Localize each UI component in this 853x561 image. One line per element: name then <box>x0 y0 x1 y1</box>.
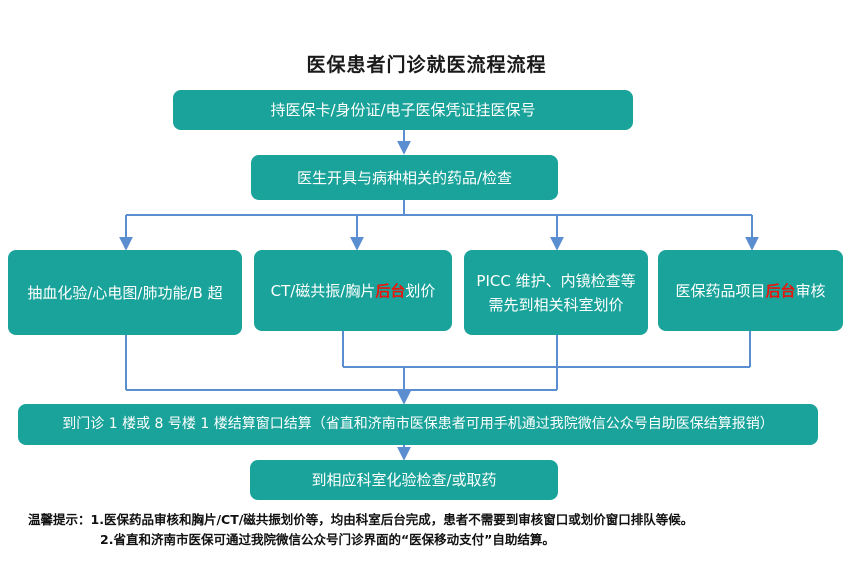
branch-lab-tests: 抽血化验/心电图/肺功能/B 超 <box>8 250 242 335</box>
tips-label: 温馨提示： <box>28 512 91 527</box>
step-settlement-label: 到门诊 1 楼或 8 号楼 1 楼结算窗口结算（省直和济南市医保患者可用手机通过… <box>62 416 774 433</box>
step-register-label: 持医保卡/身份证/电子医保凭证挂医保号 <box>270 101 536 119</box>
tips-line2: 2.省直和济南市医保可通过我院微信公众号门诊界面的“医保移动支付”自助结算。 <box>28 530 838 550</box>
branch-imaging-pricing-label: CT/磁共振/胸片后台划价 <box>271 279 436 303</box>
branch-drug-text-pre: 医保药品项目 <box>675 281 766 300</box>
branch-lab-tests-label: 抽血化验/心电图/肺功能/B 超 <box>27 283 223 302</box>
branch-drug-text-post: 审核 <box>795 281 826 300</box>
branch-picc-line1: PICC 维护、内镜检查等 <box>476 271 636 290</box>
step-register: 持医保卡/身份证/电子医保凭证挂医保号 <box>173 90 633 130</box>
branch-drug-review-label: 医保药品项目后台审核 <box>675 279 825 303</box>
branch-imaging-pricing: CT/磁共振/胸片后台划价 <box>254 250 452 331</box>
branch-drug-highlight: 后台 <box>765 281 796 300</box>
page-title: 医保患者门诊就医流程流程 <box>306 54 547 76</box>
step-settlement: 到门诊 1 楼或 8 号楼 1 楼结算窗口结算（省直和济南市医保患者可用手机通过… <box>18 404 818 445</box>
step-prescribe: 医生开具与病种相关的药品/检查 <box>251 155 558 200</box>
branch-imaging-text-pre: CT/磁共振/胸片 <box>270 281 376 300</box>
warm-tips: 温馨提示：1.医保药品审核和胸片/CT/磁共振划价等，均由科室后台完成，患者不需… <box>28 510 838 550</box>
tips-text-2: 2.省直和济南市医保可通过我院微信公众号门诊界面的“医保移动支付”自助结算。 <box>100 532 555 547</box>
branch-imaging-text-post: 划价 <box>405 281 436 300</box>
branch-picc-endoscopy: PICC 维护、内镜检查等 需先到相关科室划价 <box>464 250 648 335</box>
step-exam-or-pickup: 到相应科室化验检查/或取药 <box>250 460 558 500</box>
branch-drug-review: 医保药品项目后台审核 <box>658 250 843 331</box>
branch-picc-line2: 需先到相关科室划价 <box>488 295 624 314</box>
branch-imaging-highlight: 后台 <box>375 281 406 300</box>
tips-text-1: 1.医保药品审核和胸片/CT/磁共振划价等，均由科室后台完成，患者不需要到审核窗… <box>90 512 694 527</box>
step-exam-or-pickup-label: 到相应科室化验检查/或取药 <box>311 471 497 489</box>
tips-line1: 温馨提示：1.医保药品审核和胸片/CT/磁共振划价等，均由科室后台完成，患者不需… <box>28 510 838 530</box>
step-prescribe-label: 医生开具与病种相关的药品/检查 <box>296 168 513 187</box>
